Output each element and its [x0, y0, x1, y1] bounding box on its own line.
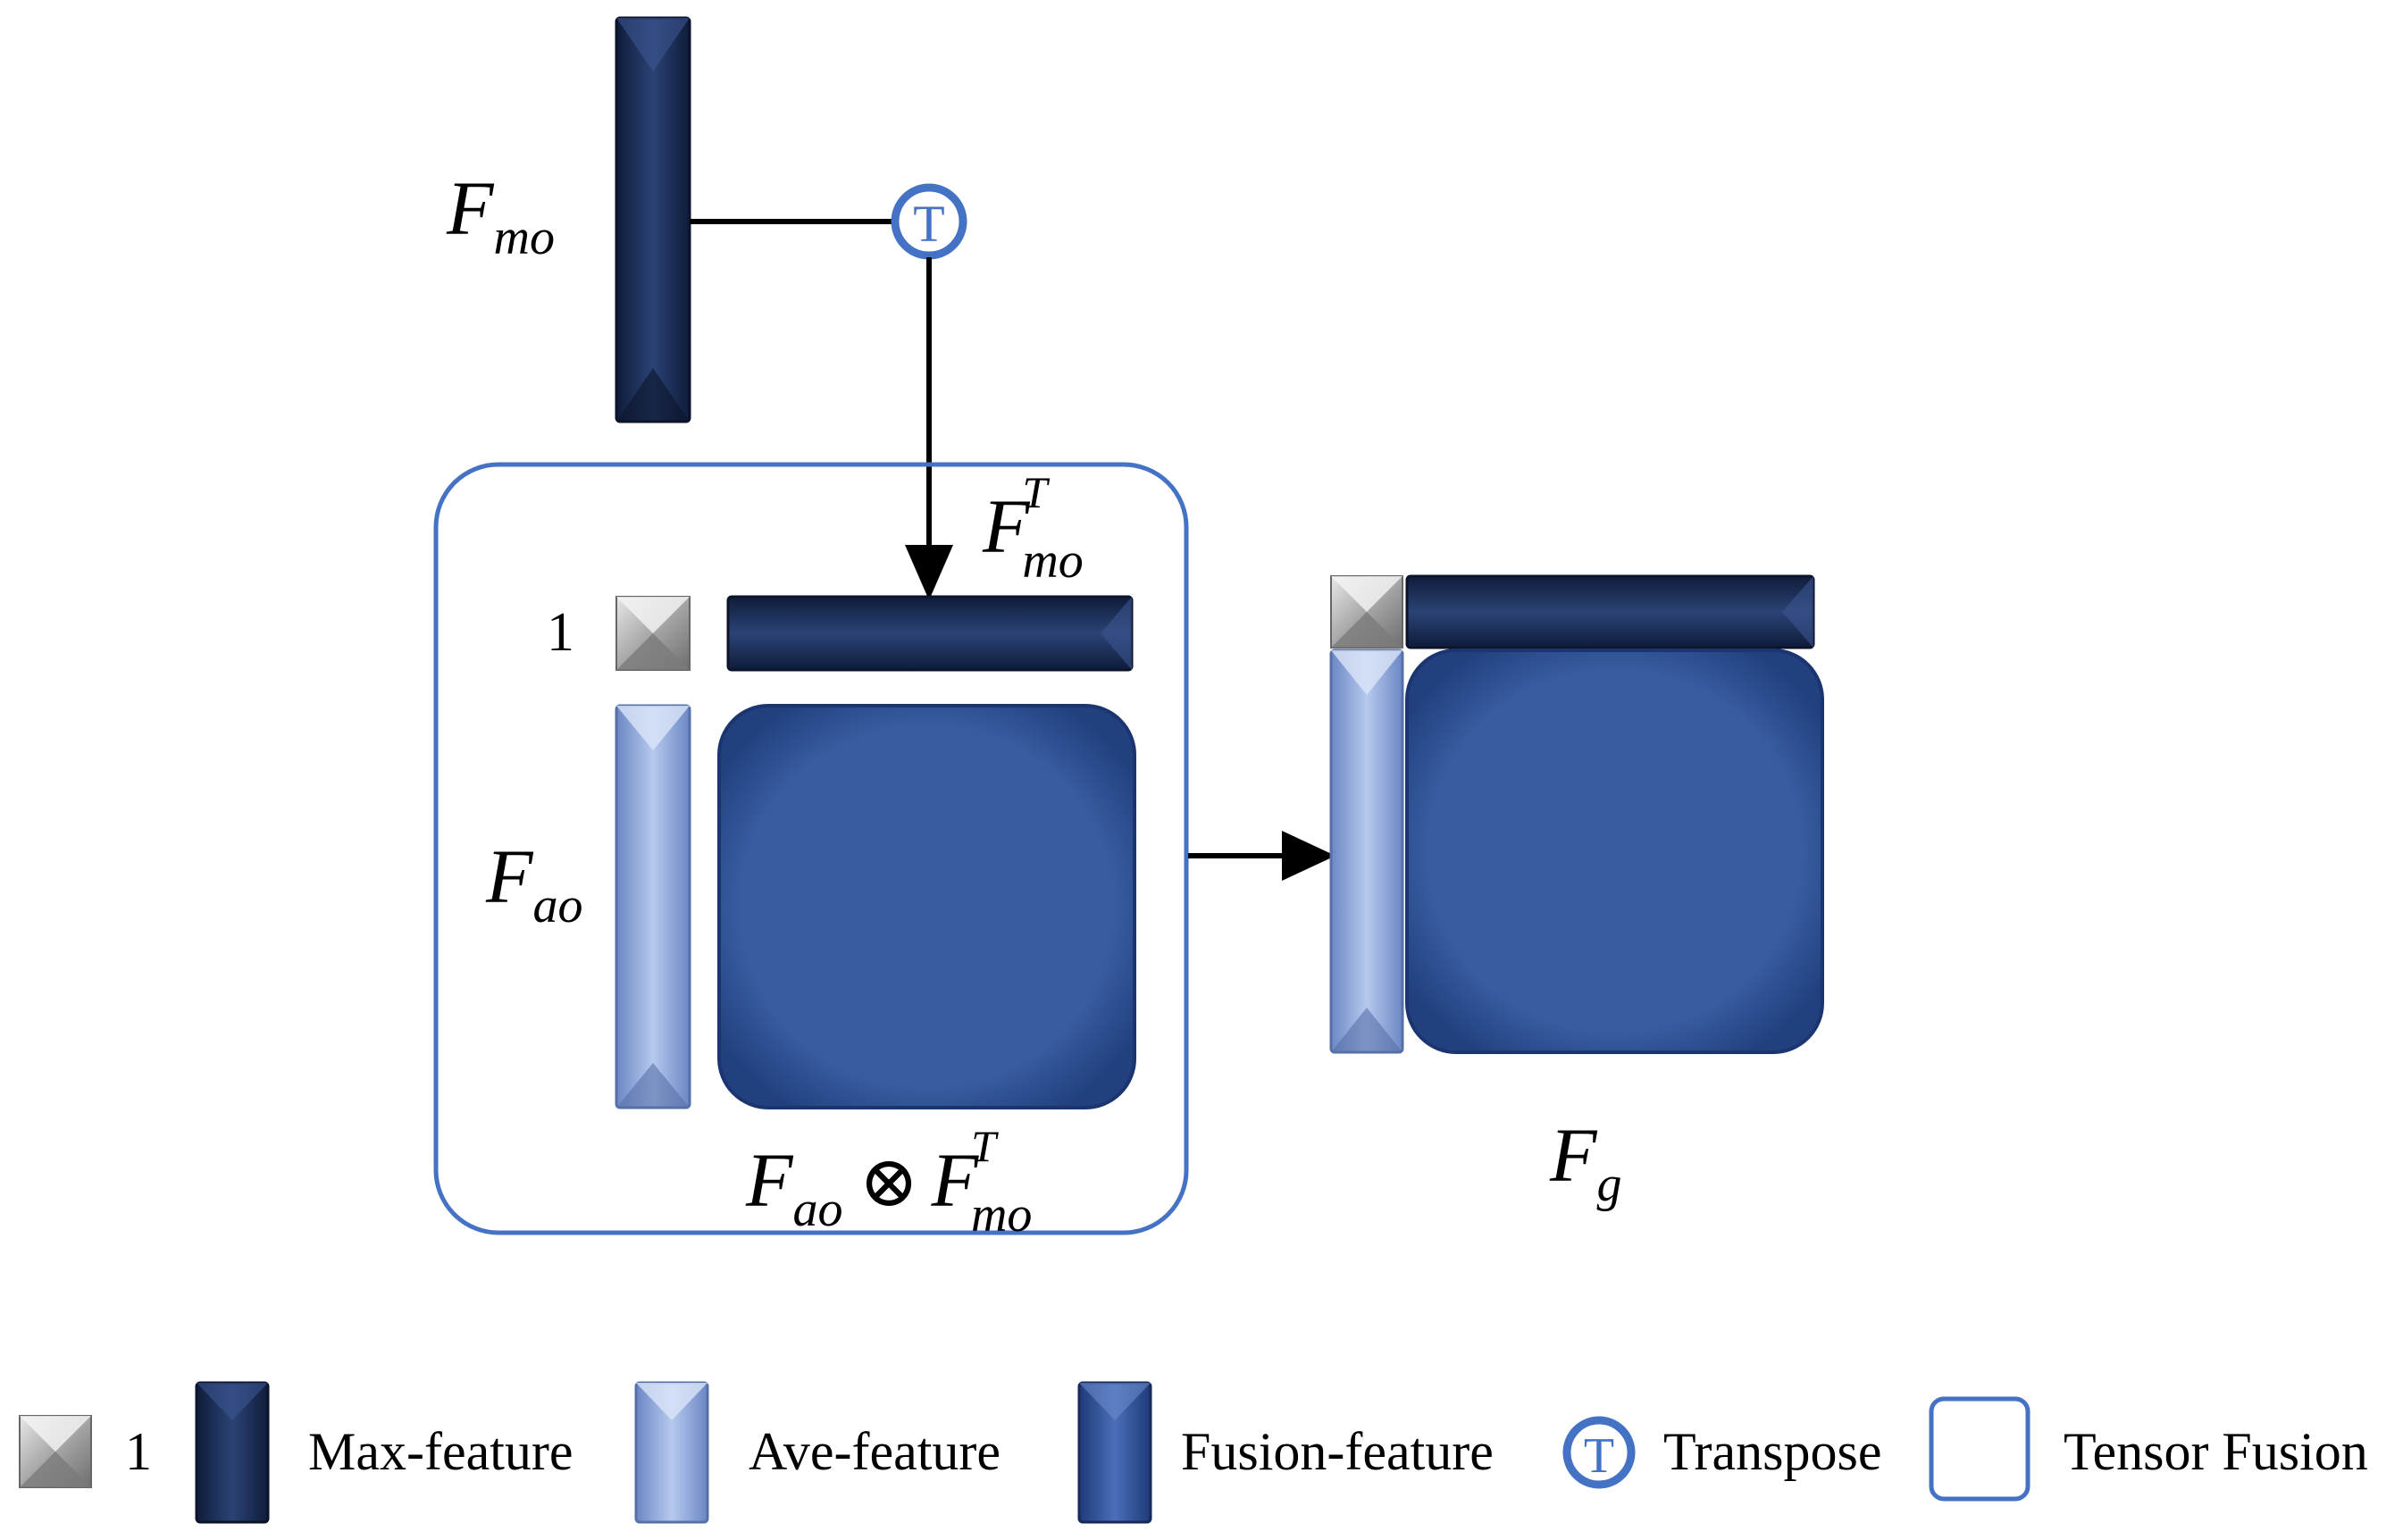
fusion-block-inner	[717, 704, 1136, 1109]
legend-item-transpose: T Transpose	[1562, 1416, 1881, 1489]
legend-label-tensor-fusion: Tensor Fusion	[2064, 1422, 2368, 1481]
legend-item-fusion-feature: Fusion-feature	[1077, 1381, 1494, 1524]
legend-label-max-feature: Max-feature	[308, 1422, 573, 1481]
legend-label-transpose: Transpose	[1663, 1422, 1881, 1481]
legend-label-one: 1	[125, 1422, 152, 1481]
output-max-vector	[1405, 574, 1815, 649]
fmo-label: Fmo	[446, 165, 555, 265]
legend: 1 Max-feature Ave-feature Fusion-featu	[19, 1381, 2368, 1524]
max-feature-icon	[195, 1381, 270, 1524]
fmo-vector	[615, 16, 691, 423]
fao-vector	[615, 704, 691, 1109]
fao-label: Fao	[485, 833, 583, 933]
tensor-fusion-box-icon	[1929, 1396, 2030, 1502]
fg-label: Fg	[1549, 1112, 1622, 1212]
right-arrowhead	[1282, 831, 1335, 881]
one-label: 1	[547, 602, 574, 663]
fmo-transpose-vector	[726, 595, 1134, 672]
legend-label-ave-feature: Ave-feature	[749, 1422, 1001, 1481]
legend-item-one: 1	[19, 1415, 152, 1488]
gray-cube-icon	[19, 1415, 92, 1488]
down-arrowhead	[905, 545, 953, 600]
output-ave-vector	[1329, 649, 1404, 1054]
output-one-cube	[1330, 575, 1403, 649]
legend-label-fusion-feature: Fusion-feature	[1181, 1422, 1494, 1481]
legend-item-ave-feature: Ave-feature	[634, 1381, 1001, 1524]
transpose-symbol: T	[913, 195, 944, 253]
legend-item-tensor-fusion: Tensor Fusion	[1929, 1396, 2368, 1502]
transpose-icon: T	[1562, 1416, 1636, 1489]
ave-feature-icon	[634, 1381, 709, 1524]
legend-item-max-feature: Max-feature	[195, 1381, 573, 1524]
output-fusion-block	[1405, 649, 1824, 1054]
transpose-node: T	[891, 183, 967, 260]
one-cube	[615, 596, 691, 671]
fusion-feature-icon	[1077, 1381, 1152, 1524]
svg-text:T: T	[1584, 1428, 1614, 1484]
tensor-fusion-box	[433, 462, 1189, 1235]
